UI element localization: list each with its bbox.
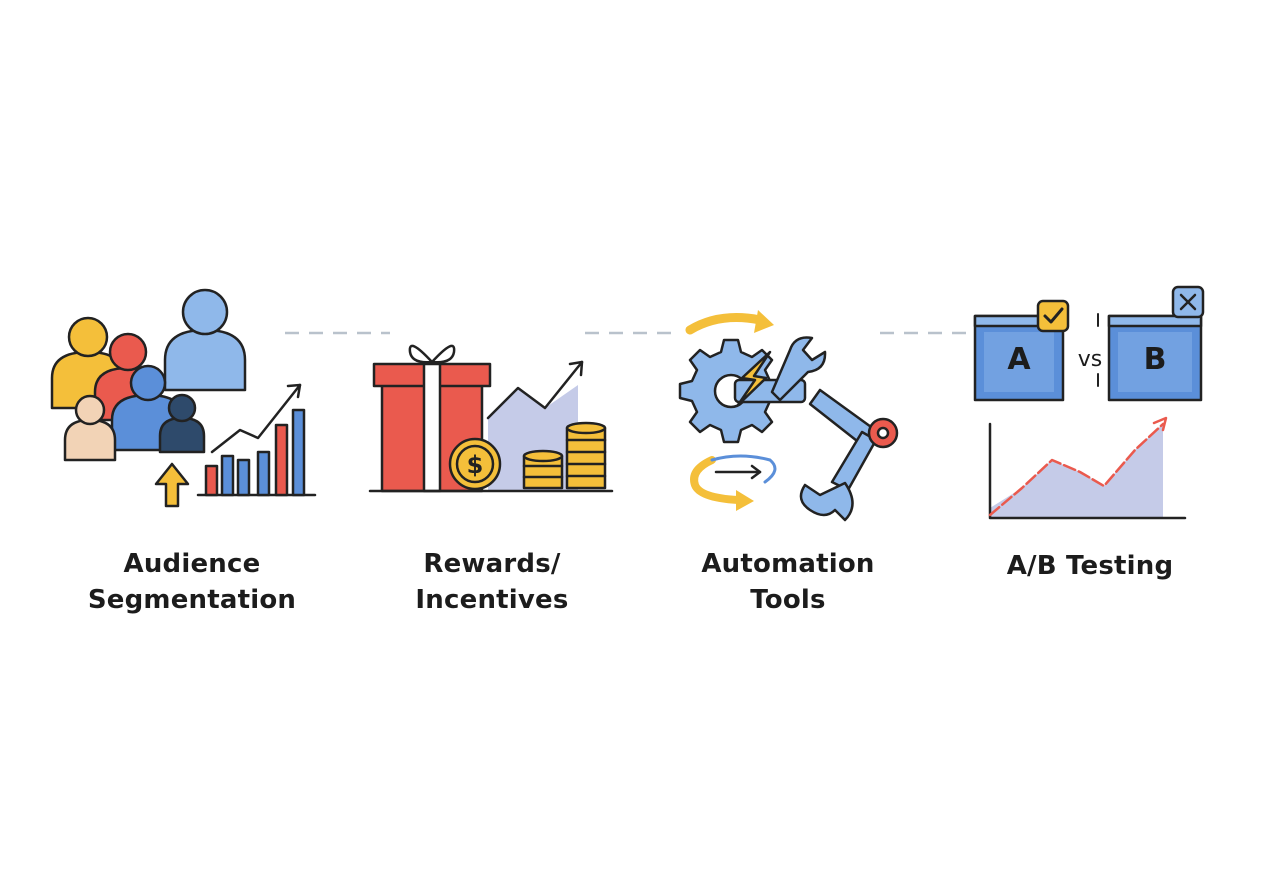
cycle-arrow-top-icon	[685, 310, 774, 335]
label-line: Automation	[701, 549, 875, 579]
variant-b-label: B	[1143, 342, 1167, 377]
automation-tools-icon	[678, 310, 899, 522]
step-label-audience-segmentation: Audience Segmentation	[72, 546, 312, 618]
person-navy-icon	[158, 393, 206, 454]
cycle-arrow-bottom-icon	[690, 454, 777, 511]
growth-bars-icon	[196, 383, 317, 497]
person-peach-icon	[63, 394, 117, 462]
versus-label: vs	[1077, 347, 1103, 372]
variant-a-label: A	[1007, 342, 1031, 377]
label-line: Audience	[123, 549, 261, 579]
robot-arm-icon	[733, 378, 899, 522]
rewards-incentives-icon: $	[368, 344, 614, 493]
person-large-icon	[163, 288, 247, 392]
dollar-coin-icon: $	[448, 437, 502, 491]
label-line: Rewards/	[423, 549, 561, 579]
svg-text:$: $	[467, 451, 484, 479]
coin-stack-small-icon	[522, 449, 564, 490]
variant-b-window	[1107, 314, 1203, 402]
ab-testing-icon	[973, 285, 1205, 520]
coin-stack-tall-icon	[565, 421, 607, 490]
step-label-ab-testing: A/B Testing	[970, 548, 1210, 584]
close-badge-icon	[1171, 285, 1205, 319]
step-label-automation-tools: Automation Tools	[668, 546, 908, 618]
label-line: Segmentation	[87, 585, 297, 615]
label-line: A/B Testing	[1006, 551, 1174, 581]
step-label-rewards-incentives: Rewards/ Incentives	[372, 546, 612, 618]
up-arrow-icon	[154, 462, 190, 508]
results-chart-icon	[988, 416, 1187, 520]
label-line: Tools	[750, 585, 826, 615]
lightning-icon	[736, 350, 772, 407]
check-badge-icon	[1036, 299, 1070, 333]
wrench-icon	[770, 336, 827, 402]
label-line: Incentives	[415, 585, 569, 615]
audience-segmentation-icon	[50, 288, 317, 508]
